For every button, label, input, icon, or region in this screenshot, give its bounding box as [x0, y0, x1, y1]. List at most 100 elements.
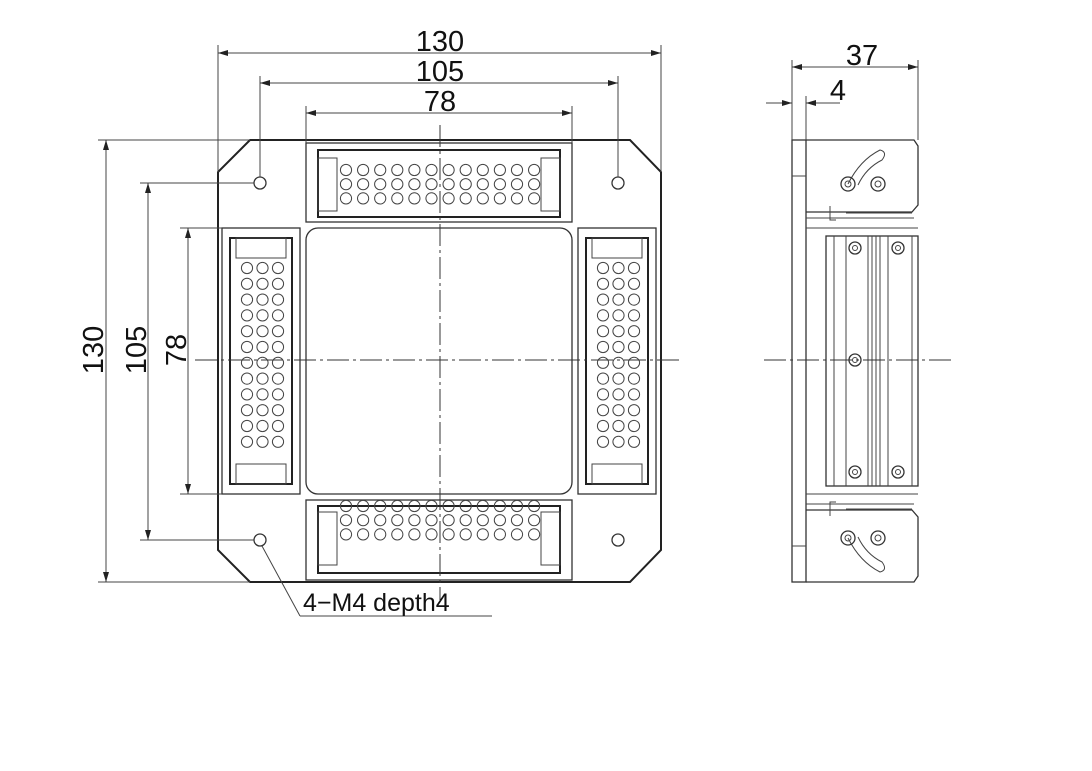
- connector-pin: [339, 192, 353, 205]
- connector-pin: [627, 325, 641, 338]
- connector-pin: [528, 528, 541, 541]
- connector-pin: [510, 514, 524, 527]
- connector-pin: [510, 163, 524, 177]
- dimension-label: 105: [416, 56, 464, 88]
- connector-pin: [408, 514, 421, 527]
- screw-icon: [874, 180, 882, 188]
- connector-pin: [391, 514, 404, 527]
- screw-icon: [895, 469, 901, 475]
- connector-pin: [339, 528, 353, 541]
- connector-pin: [357, 499, 370, 513]
- connector-pin: [476, 528, 489, 541]
- connector-pin: [627, 435, 641, 448]
- connector-pin: [476, 192, 489, 205]
- dimension-side-37: 37: [791, 40, 919, 140]
- connector-pin: [596, 309, 610, 322]
- connector-pin: [391, 192, 404, 205]
- connector-pin: [256, 325, 269, 338]
- screw-icon: [870, 530, 886, 546]
- connector-pin: [339, 163, 353, 177]
- connector-pin: [596, 372, 610, 385]
- connector-pin: [425, 528, 438, 541]
- connector-pin: [459, 178, 472, 191]
- connector-pin: [425, 163, 438, 177]
- screw-icon: [848, 241, 862, 255]
- connector-pin: [627, 419, 641, 433]
- connector-pin: [493, 163, 506, 177]
- dimension-horizontal-130: 130: [217, 26, 662, 172]
- connector-right: [577, 227, 657, 495]
- connector-pin: [256, 277, 269, 290]
- connector-pin: [425, 178, 438, 191]
- connector-pin: [357, 528, 370, 541]
- connector-pin: [271, 372, 285, 385]
- connector-pin: [256, 419, 269, 433]
- connector-pin: [627, 309, 641, 322]
- connector-pin: [493, 192, 506, 205]
- connector-pin: [612, 325, 625, 338]
- connector-pin: [612, 309, 625, 322]
- connector-pin: [339, 499, 353, 513]
- connector-pin: [627, 356, 641, 369]
- connector-pin: [240, 293, 254, 306]
- connector-pin: [256, 435, 269, 448]
- hole-note: 4−M4 depth4: [303, 589, 450, 617]
- connector-pin: [493, 499, 506, 513]
- mounting-hole: [253, 176, 267, 190]
- connector-pin: [627, 388, 641, 401]
- connector-pin: [271, 356, 285, 369]
- connector-pin: [528, 499, 541, 513]
- connector-pin: [240, 404, 254, 417]
- connector-pin: [271, 293, 285, 306]
- connector-pin: [510, 528, 524, 541]
- dimension-label: 4: [830, 75, 846, 107]
- connector-pin: [240, 277, 254, 290]
- connector-pin: [425, 514, 438, 527]
- connector-pin: [612, 277, 625, 290]
- connector-pin: [391, 178, 404, 191]
- connector-pin: [271, 404, 285, 417]
- connector-pin: [596, 419, 610, 433]
- connector-pin: [271, 340, 285, 354]
- screw-icon: [852, 245, 858, 251]
- side-top-block: [806, 139, 919, 213]
- base-plate-outline: [217, 139, 662, 583]
- connector-pin: [256, 404, 269, 417]
- connector-pin: [596, 356, 610, 369]
- connector-pin: [271, 309, 285, 322]
- mounting-hole: [611, 533, 625, 547]
- connector-pin: [459, 163, 472, 177]
- connector-pin: [510, 499, 524, 513]
- connector-pin: [240, 325, 254, 338]
- connector-pin: [256, 372, 269, 385]
- screw-icon: [891, 465, 905, 479]
- connector-pin: [240, 356, 254, 369]
- connector-pin: [627, 404, 641, 417]
- dimension-label: 105: [121, 326, 153, 374]
- connector-top: [305, 142, 573, 223]
- screw-icon: [840, 176, 856, 192]
- center-window: [305, 227, 573, 495]
- connector-pin: [408, 528, 421, 541]
- connector-pin: [408, 163, 421, 177]
- connector-pin: [596, 261, 610, 275]
- front-view: 130 105 78 130 105: [78, 26, 682, 617]
- connector-pin: [510, 178, 524, 191]
- connector-pin: [596, 340, 610, 354]
- connector-pin: [339, 514, 353, 527]
- connector-pin: [374, 163, 387, 177]
- connector-pin: [493, 514, 506, 527]
- connector-pin: [476, 178, 489, 191]
- connector-pin: [627, 372, 641, 385]
- connector-pin: [442, 163, 455, 177]
- dimension-label: 130: [78, 326, 110, 374]
- connector-pin: [271, 388, 285, 401]
- connector-pin: [612, 419, 625, 433]
- connector-pin: [256, 261, 269, 275]
- side-plate: [791, 139, 807, 583]
- connector-pin: [627, 261, 641, 275]
- connector-pin: [271, 419, 285, 433]
- connector-pin: [493, 178, 506, 191]
- connector-pin: [408, 192, 421, 205]
